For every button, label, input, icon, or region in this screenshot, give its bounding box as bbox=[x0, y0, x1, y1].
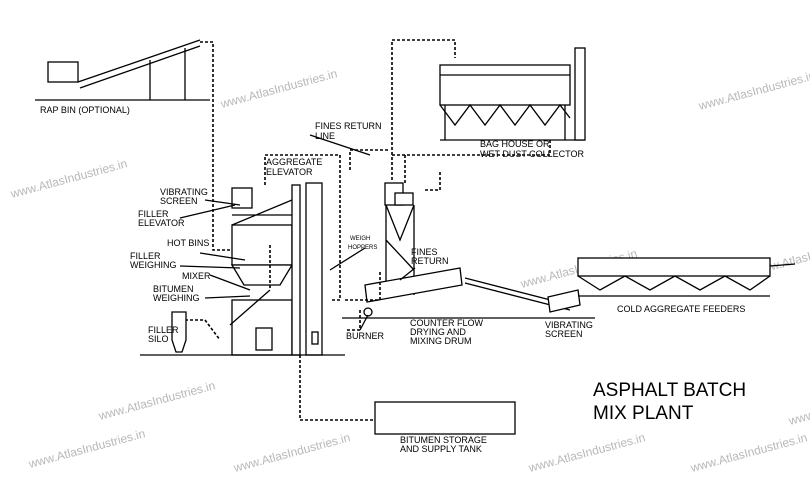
label-fines-return-2: RETURN bbox=[411, 256, 449, 266]
label-vibrating-screen: VIBRATING bbox=[160, 187, 208, 197]
label-fines-return-line-2: LINE bbox=[315, 131, 335, 141]
label-filler-elevator: FILLER bbox=[138, 209, 169, 219]
conveyor bbox=[464, 277, 595, 319]
watermark: www.AtlasIndustries.in bbox=[526, 430, 647, 475]
watermark: www.AtlasIndustries.in bbox=[231, 430, 352, 475]
label-weigh-hoppers: WEIGH bbox=[350, 236, 370, 242]
label-cold-feeders: COLD AGGREGATE FEEDERS bbox=[617, 304, 745, 314]
label-aggregate-elevator-2: ELEVATOR bbox=[266, 167, 313, 177]
label-bitumen-tank-2: AND SUPPLY TANK bbox=[400, 444, 482, 454]
watermark: www.AtlasIndustries.in bbox=[96, 378, 217, 423]
label-hot-bins: HOT BINS bbox=[167, 238, 209, 248]
label-fines-return: FINES bbox=[411, 247, 438, 257]
label-vibrating-screen-drum-2: SCREEN bbox=[545, 329, 583, 339]
label-aggregate-elevator: AGGREGATE bbox=[266, 157, 322, 167]
label-bag-house-2: WET DUST COLLECTOR bbox=[480, 149, 585, 159]
label-mixer: MIXER bbox=[182, 271, 211, 281]
label-filler-elevator-2: ELEVATOR bbox=[138, 218, 185, 228]
label-burner: BURNER bbox=[346, 331, 385, 341]
labels: RAP BIN (OPTIONAL) FINES RETURN LINE AGG… bbox=[40, 105, 746, 454]
label-bitumen-weighing: BITUMEN bbox=[153, 284, 194, 294]
label-filler-weighing: FILLER bbox=[130, 251, 161, 261]
watermark: www.AtlasIndustries.in bbox=[786, 383, 810, 428]
watermark: www.AtlasIndustries.in bbox=[8, 156, 129, 201]
label-filler-silo-2: SILO bbox=[148, 334, 169, 344]
diagram-title: ASPHALT BATCH bbox=[593, 380, 746, 401]
label-drum: COUNTER FLOW bbox=[410, 318, 484, 328]
label-filler-weighing-2: WEIGHING bbox=[130, 260, 177, 270]
bag-house bbox=[439, 47, 586, 141]
diagram-title-2: MIX PLANT bbox=[593, 403, 694, 424]
label-rap-bin: RAP BIN (OPTIONAL) bbox=[40, 105, 130, 115]
label-bag-house: BAG HOUSE OR bbox=[480, 139, 550, 149]
label-drum-2: DRYING AND bbox=[410, 327, 466, 337]
label-vibrating-screen-2: SCREEN bbox=[160, 196, 198, 206]
label-vibrating-screen-drum: VIBRATING bbox=[545, 320, 593, 330]
bitumen-tank bbox=[374, 401, 516, 435]
watermark: www.AtlasIndustries.in bbox=[688, 430, 809, 475]
cold-aggregate-feeders bbox=[577, 257, 796, 297]
drum bbox=[342, 182, 470, 319]
label-drum-3: MIXING DRUM bbox=[410, 336, 472, 346]
label-weigh-hoppers-2: HOPPERS bbox=[348, 245, 377, 251]
label-bitumen-weighing-2: WEIGHING bbox=[153, 293, 200, 303]
leader-lines bbox=[179, 134, 416, 331]
watermark: www.AtlasIndustries.in bbox=[696, 68, 810, 113]
rap-bin bbox=[35, 39, 210, 101]
batch-tower bbox=[229, 182, 323, 356]
watermark: www.AtlasIndustries.in bbox=[26, 426, 147, 471]
filler-silo bbox=[171, 311, 187, 353]
watermark: www.AtlasIndustries.in bbox=[218, 66, 339, 111]
label-bitumen-tank: BITUMEN STORAGE bbox=[400, 435, 487, 445]
label-filler-silo: FILLER bbox=[148, 325, 179, 335]
label-fines-return-line: FINES RETURN bbox=[315, 121, 382, 131]
